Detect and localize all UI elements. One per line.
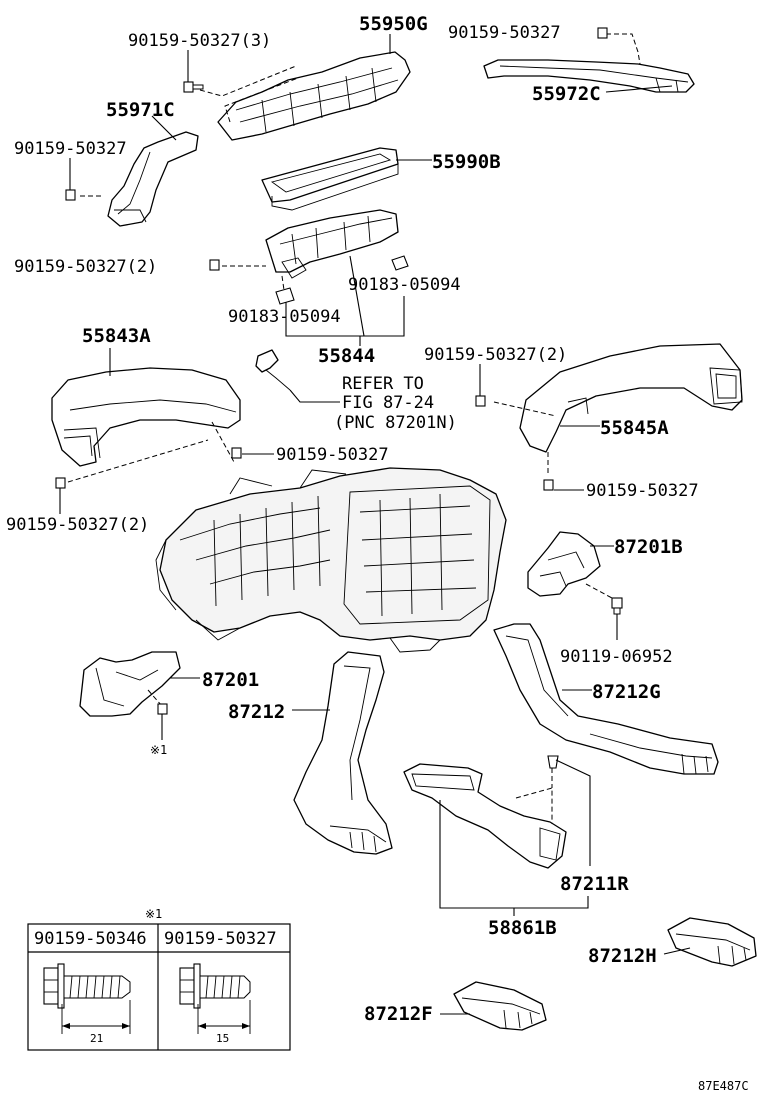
label-55950G: 55950G [359, 13, 428, 35]
bolt-90159-50327-left [65, 189, 76, 201]
refer-line-1: REFER TO [342, 374, 424, 394]
legend-bolt-21-drawing [43, 963, 131, 1034]
part-55843A-drawing [51, 367, 241, 483]
clip-87211R [547, 755, 559, 769]
label-55845A: 55845A [600, 417, 669, 439]
part-55990B-drawing [261, 147, 399, 211]
clip-90183-05094-left [275, 287, 295, 305]
label-55990B: 55990B [432, 151, 501, 173]
bolt-legend-table: ※1 90159-50346 90159-50327 21 [27, 907, 291, 1051]
label-90159-50327-top-right: 90159-50327 [448, 23, 561, 43]
part-55845A-drawing [493, 343, 743, 476]
wire-connector-drawing [255, 349, 291, 391]
label-90119-06952: 90119-06952 [560, 647, 673, 667]
bolt-90159-50327-top-right [597, 27, 608, 39]
clip-90183-05094-right [391, 255, 409, 271]
label-87201B: 87201B [614, 536, 683, 558]
part-87212F-drawing [453, 981, 547, 1031]
part-87201-drawing [79, 651, 181, 717]
part-55844-drawing [222, 209, 399, 291]
label-90159-50327-3: 90159-50327(3) [128, 31, 271, 51]
label-87201: 87201 [202, 669, 259, 691]
part-87201B-drawing [527, 531, 613, 599]
label-87212: 87212 [228, 701, 285, 723]
label-90159-50327-left: 90159-50327 [14, 139, 127, 159]
label-55972C: 55972C [532, 83, 601, 105]
part-87212-drawing [293, 651, 393, 855]
label-87212F: 87212F [364, 1003, 433, 1025]
refer-line-2: FIG 87-24 [342, 393, 434, 413]
label-58861B: 58861B [488, 917, 557, 939]
label-55843A: 55843A [82, 325, 151, 347]
bolt-star1 [157, 703, 168, 715]
bolt-90159-50327-2a [209, 259, 220, 271]
part-55950G-drawing [199, 51, 411, 141]
label-87212H: 87212H [588, 945, 657, 967]
label-55844: 55844 [318, 345, 375, 367]
label-90159-50327-2a: 90159-50327(2) [14, 257, 157, 277]
label-90159-50327-2b: 90159-50327(2) [424, 345, 567, 365]
label-90183-05094-left: 90183-05094 [228, 307, 341, 327]
part-55972C-drawing [483, 33, 695, 93]
bolt-90119-06952 [611, 597, 623, 615]
diagram-id: 87E487C [698, 1079, 749, 1093]
legend-title: ※1 [145, 907, 162, 921]
part-87212G-drawing [493, 623, 719, 775]
legend-col2-length: 15 [216, 1032, 229, 1045]
part-55971C-drawing [80, 131, 199, 227]
part-hvac-unit-drawing [155, 467, 507, 653]
bolt-90159-50327-2b [475, 395, 486, 407]
bolt-90159-50327-mid [231, 447, 242, 459]
label-90159-50327-2c: 90159-50327(2) [6, 515, 149, 535]
label-55971C: 55971C [106, 99, 175, 121]
part-87211R-drawing [403, 763, 567, 869]
label-87211R: 87211R [560, 873, 629, 895]
label-star1: ※1 [150, 743, 167, 757]
bolt-90159-50327-right [543, 479, 554, 491]
legend-col1-length: 21 [90, 1032, 103, 1045]
part-87212H-drawing [667, 917, 757, 967]
legend-col1-part: 90159-50346 [34, 929, 147, 949]
label-90183-05094-right: 90183-05094 [348, 275, 461, 295]
legend-col2-part: 90159-50327 [164, 929, 277, 949]
bolt-90159-50327-2c [55, 477, 66, 489]
label-90159-50327-mid: 90159-50327 [276, 445, 389, 465]
label-90159-50327-right: 90159-50327 [586, 481, 699, 501]
refer-line-3: (PNC 87201N) [334, 413, 457, 433]
label-87212G: 87212G [592, 681, 661, 703]
legend-bolt-15-drawing [179, 963, 251, 1034]
